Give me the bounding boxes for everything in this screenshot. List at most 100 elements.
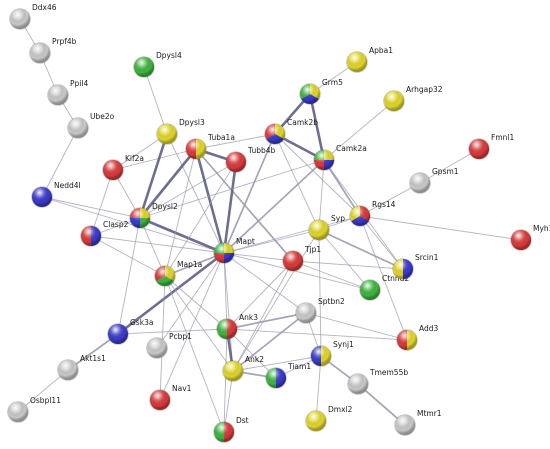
node-dpysl3[interactable]: Dpysl3 — [156, 118, 205, 145]
node-label: Syp — [331, 214, 345, 223]
node-syp[interactable]: Syp — [308, 214, 345, 241]
edge-gpsm1-rgs14 — [359, 182, 421, 217]
edge-dpysl3-mapt — [166, 133, 225, 254]
node-gloss — [147, 338, 167, 358]
node-label: Pcbp1 — [169, 332, 192, 341]
node-map1a[interactable]: Map1a — [154, 260, 202, 287]
node-dpysl4[interactable]: Dpysl4 — [133, 51, 182, 78]
edge-sptbn2-add3 — [305, 312, 408, 341]
edge-tjp1-ctnnd2 — [292, 260, 371, 291]
edge-dst-map1a — [164, 275, 225, 433]
edge-camk2b-rgs14 — [274, 133, 361, 217]
node-ank2[interactable]: Ank2 — [222, 355, 264, 382]
edge-camk2b-syp — [274, 133, 320, 231]
node-apba1[interactable]: Apba1 — [346, 46, 393, 73]
edge-map1a-ank3 — [164, 275, 228, 330]
node-clasp2[interactable]: Clasp2 — [80, 220, 129, 247]
edge-dpysl2-tubb4b — [139, 161, 237, 219]
node-prpf4b[interactable]: Prpf4b — [29, 37, 77, 64]
node-gloss — [30, 43, 50, 63]
node-fmnl1[interactable]: Fmnl1 — [468, 133, 514, 160]
edge-mapt-ctnnd2 — [223, 252, 371, 291]
node-label: Mapt — [236, 237, 255, 246]
node-gloss — [81, 226, 101, 246]
node-gloss — [214, 243, 234, 263]
node-mtmr1[interactable]: Mtmr1 — [394, 409, 442, 436]
node-tjp1[interactable]: Tjp1 — [282, 245, 321, 272]
edge-kif2a-clasp2 — [90, 169, 114, 237]
node-tmem55b[interactable]: Tmem55b — [347, 368, 408, 395]
edge-ube2o-nedd4l — [41, 127, 79, 198]
edge-kif2a-tuba1a — [112, 148, 197, 171]
edge-ank2-dst — [223, 370, 234, 433]
node-srcin1[interactable]: Srcin1 — [392, 253, 439, 280]
node-label: Ank2 — [245, 355, 264, 364]
node-gloss — [134, 57, 154, 77]
node-gloss — [306, 411, 326, 431]
node-ppil4[interactable]: Ppil4 — [47, 79, 88, 106]
edge-sptbn2-ank2 — [232, 312, 307, 372]
node-ctnnd2[interactable]: Ctnnd2 — [359, 274, 409, 301]
node-arhgap32[interactable]: Arhgap32 — [383, 85, 443, 112]
edge-dpysl3-dpysl2 — [138, 132, 169, 220]
node-nav1[interactable]: Nav1 — [149, 384, 192, 411]
edge-mapt-nav1 — [159, 252, 225, 401]
node-gloss — [58, 360, 78, 380]
node-label: Sptbn2 — [318, 297, 345, 306]
node-gpsm1[interactable]: Gpsm1 — [409, 167, 459, 194]
node-ddx46[interactable]: Ddx46 — [9, 3, 57, 30]
edge-mapt-ank3 — [223, 252, 228, 330]
edge-mapt-pcbp1 — [156, 252, 225, 349]
node-gloss — [314, 150, 334, 170]
node-label: Tuba1a — [207, 133, 235, 142]
edge-ank2-synj1 — [232, 355, 322, 372]
node-label: Gpsm1 — [432, 167, 459, 176]
edge-ank3-dst — [223, 328, 228, 433]
edge-gsk3a-akt1s1 — [67, 333, 119, 371]
node-add3[interactable]: Add3 — [396, 324, 439, 351]
edge-camk2a-rgs14 — [323, 159, 361, 217]
edge-dpysl4-dpysl3 — [143, 66, 168, 135]
node-dpysl2[interactable]: Dpysl2 — [129, 202, 178, 229]
node-gloss — [217, 319, 237, 339]
edge-camk2a-mapt — [223, 159, 325, 254]
node-label: Osbpl11 — [30, 396, 61, 405]
node-gloss — [223, 361, 243, 381]
node-mapt[interactable]: Mapt — [213, 237, 255, 264]
node-nedd4l[interactable]: Nedd4l — [31, 181, 81, 208]
node-label: Srcin1 — [415, 253, 439, 262]
node-grm5[interactable]: Grm5 — [299, 78, 343, 105]
node-myh11[interactable]: Myh11 — [510, 224, 550, 251]
edge-ank3-tiam1 — [226, 328, 277, 379]
node-kif2a[interactable]: Kif2a — [102, 154, 144, 181]
edge-clasp2-mapt — [90, 235, 225, 254]
node-camk2a[interactable]: Camk2a — [313, 144, 367, 171]
node-camk2b[interactable]: Camk2b — [264, 118, 318, 145]
node-label: Myh11 — [533, 224, 550, 233]
node-label: Dmxl2 — [328, 405, 353, 414]
node-dmxl2[interactable]: Dmxl2 — [305, 405, 353, 432]
node-ank3[interactable]: Ank3 — [216, 313, 258, 340]
node-gloss — [48, 85, 68, 105]
node-gloss — [150, 390, 170, 410]
node-gloss — [296, 303, 316, 323]
node-tubb4b[interactable]: Tubb4b — [225, 146, 275, 173]
edge-gsk3a-ank3 — [117, 328, 228, 335]
node-label: Dpysl2 — [152, 202, 178, 211]
node-pcbp1[interactable]: Pcbp1 — [146, 332, 192, 359]
node-sptbn2[interactable]: Sptbn2 — [295, 297, 345, 324]
node-osbpl11[interactable]: Osbpl11 — [7, 396, 61, 423]
node-gloss — [157, 124, 177, 144]
node-akt1s1[interactable]: Akt1s1 — [57, 354, 106, 381]
node-label: Synj1 — [333, 340, 354, 349]
node-rgs14[interactable]: Rgs14 — [349, 200, 396, 227]
node-label: Dst — [236, 416, 249, 425]
node-gsk3a[interactable]: Gsk3a — [107, 318, 153, 345]
node-synj1[interactable]: Synj1 — [310, 340, 354, 367]
edge-mapt-tjp1 — [223, 252, 294, 262]
node-dst[interactable]: Dst — [213, 416, 249, 443]
node-label: Gsk3a — [130, 318, 153, 327]
node-tiam1[interactable]: Tiam1 — [265, 362, 311, 389]
node-ube2o[interactable]: Ube2o — [67, 112, 115, 139]
node-tuba1a[interactable]: Tuba1a — [185, 133, 235, 160]
